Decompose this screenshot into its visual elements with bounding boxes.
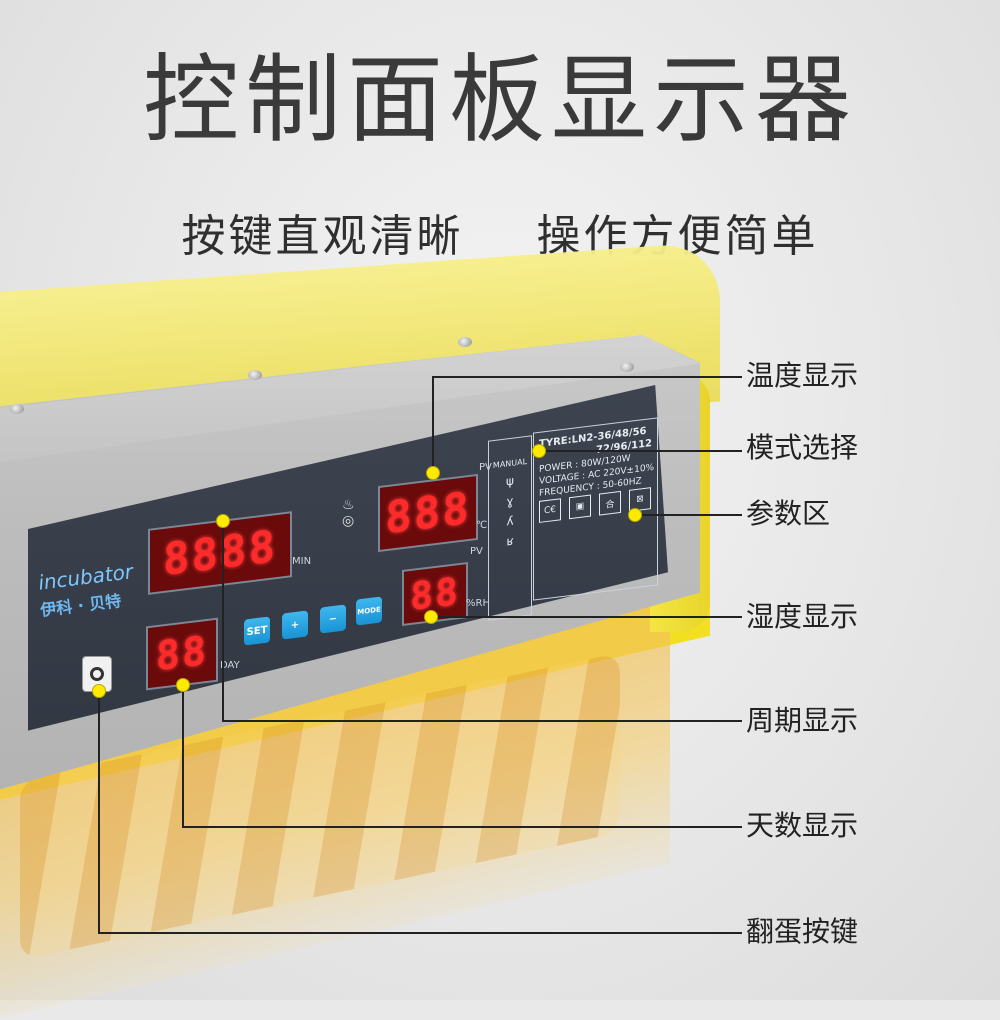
temp-pv-label: PV	[479, 462, 492, 473]
duck-icon: ɣ	[506, 493, 514, 509]
temperature-display: 888	[378, 473, 478, 553]
callout-line	[430, 616, 742, 618]
callout-line	[634, 514, 742, 516]
callout-line	[98, 690, 100, 932]
callout-parameter: 参数区	[746, 497, 831, 530]
callout-dot	[426, 466, 440, 480]
mode-button[interactable]: MODE	[356, 596, 382, 626]
turn-icon	[90, 667, 104, 681]
goose-icon: ʎ	[506, 513, 514, 529]
plus-button[interactable]: +	[282, 610, 308, 640]
screw-icon	[620, 362, 634, 372]
callout-egg-turn: 翻蛋按键	[746, 915, 859, 948]
callout-line	[538, 450, 742, 452]
callout-days: 天数显示	[746, 809, 859, 842]
callout-line	[222, 720, 742, 722]
callout-humidity: 湿度显示	[746, 600, 859, 633]
page-title: 控制面板显示器	[143, 44, 857, 156]
bird-icon: ψ	[506, 473, 514, 489]
qc-cert-icon: 合	[599, 490, 621, 516]
callout-line	[432, 376, 434, 472]
callout-dot	[176, 678, 190, 692]
callout-line	[222, 520, 224, 720]
callout-dot	[216, 514, 230, 528]
callout-temperature: 温度显示	[746, 359, 859, 392]
hen-icon: ʁ	[506, 533, 514, 549]
heater-indicator-icon: ♨◎	[342, 497, 355, 529]
temp-unit: ℃	[476, 520, 488, 531]
subtitle-left: 按键直观清晰	[181, 211, 464, 262]
mode-label: MANUAL	[492, 456, 528, 471]
mode-selection-area: MANUAL ψ ɣ ʎ ʁ	[488, 435, 532, 621]
callout-cycle: 周期显示	[746, 704, 859, 737]
class2-cert-icon: ▣	[569, 494, 591, 520]
callout-dot	[92, 684, 106, 698]
screw-icon	[248, 370, 262, 380]
callout-line	[182, 684, 184, 826]
callout-dot	[532, 444, 546, 458]
minus-button[interactable]: −	[320, 604, 346, 634]
hum-unit: %RH	[466, 598, 490, 609]
day-unit: DAY	[220, 660, 240, 671]
callout-line	[432, 376, 742, 378]
callout-line	[98, 932, 742, 934]
set-button[interactable]: SET	[244, 616, 270, 646]
callout-mode-select: 模式选择	[746, 431, 859, 464]
callout-dot	[628, 508, 642, 522]
screw-icon	[458, 337, 472, 347]
hum-pv-label: PV	[470, 546, 483, 557]
callout-dot	[424, 610, 438, 624]
ce-cert-icon: C€	[539, 498, 561, 523]
time-unit: MIN	[292, 556, 312, 567]
callout-line	[182, 826, 742, 828]
screw-icon	[10, 404, 24, 414]
